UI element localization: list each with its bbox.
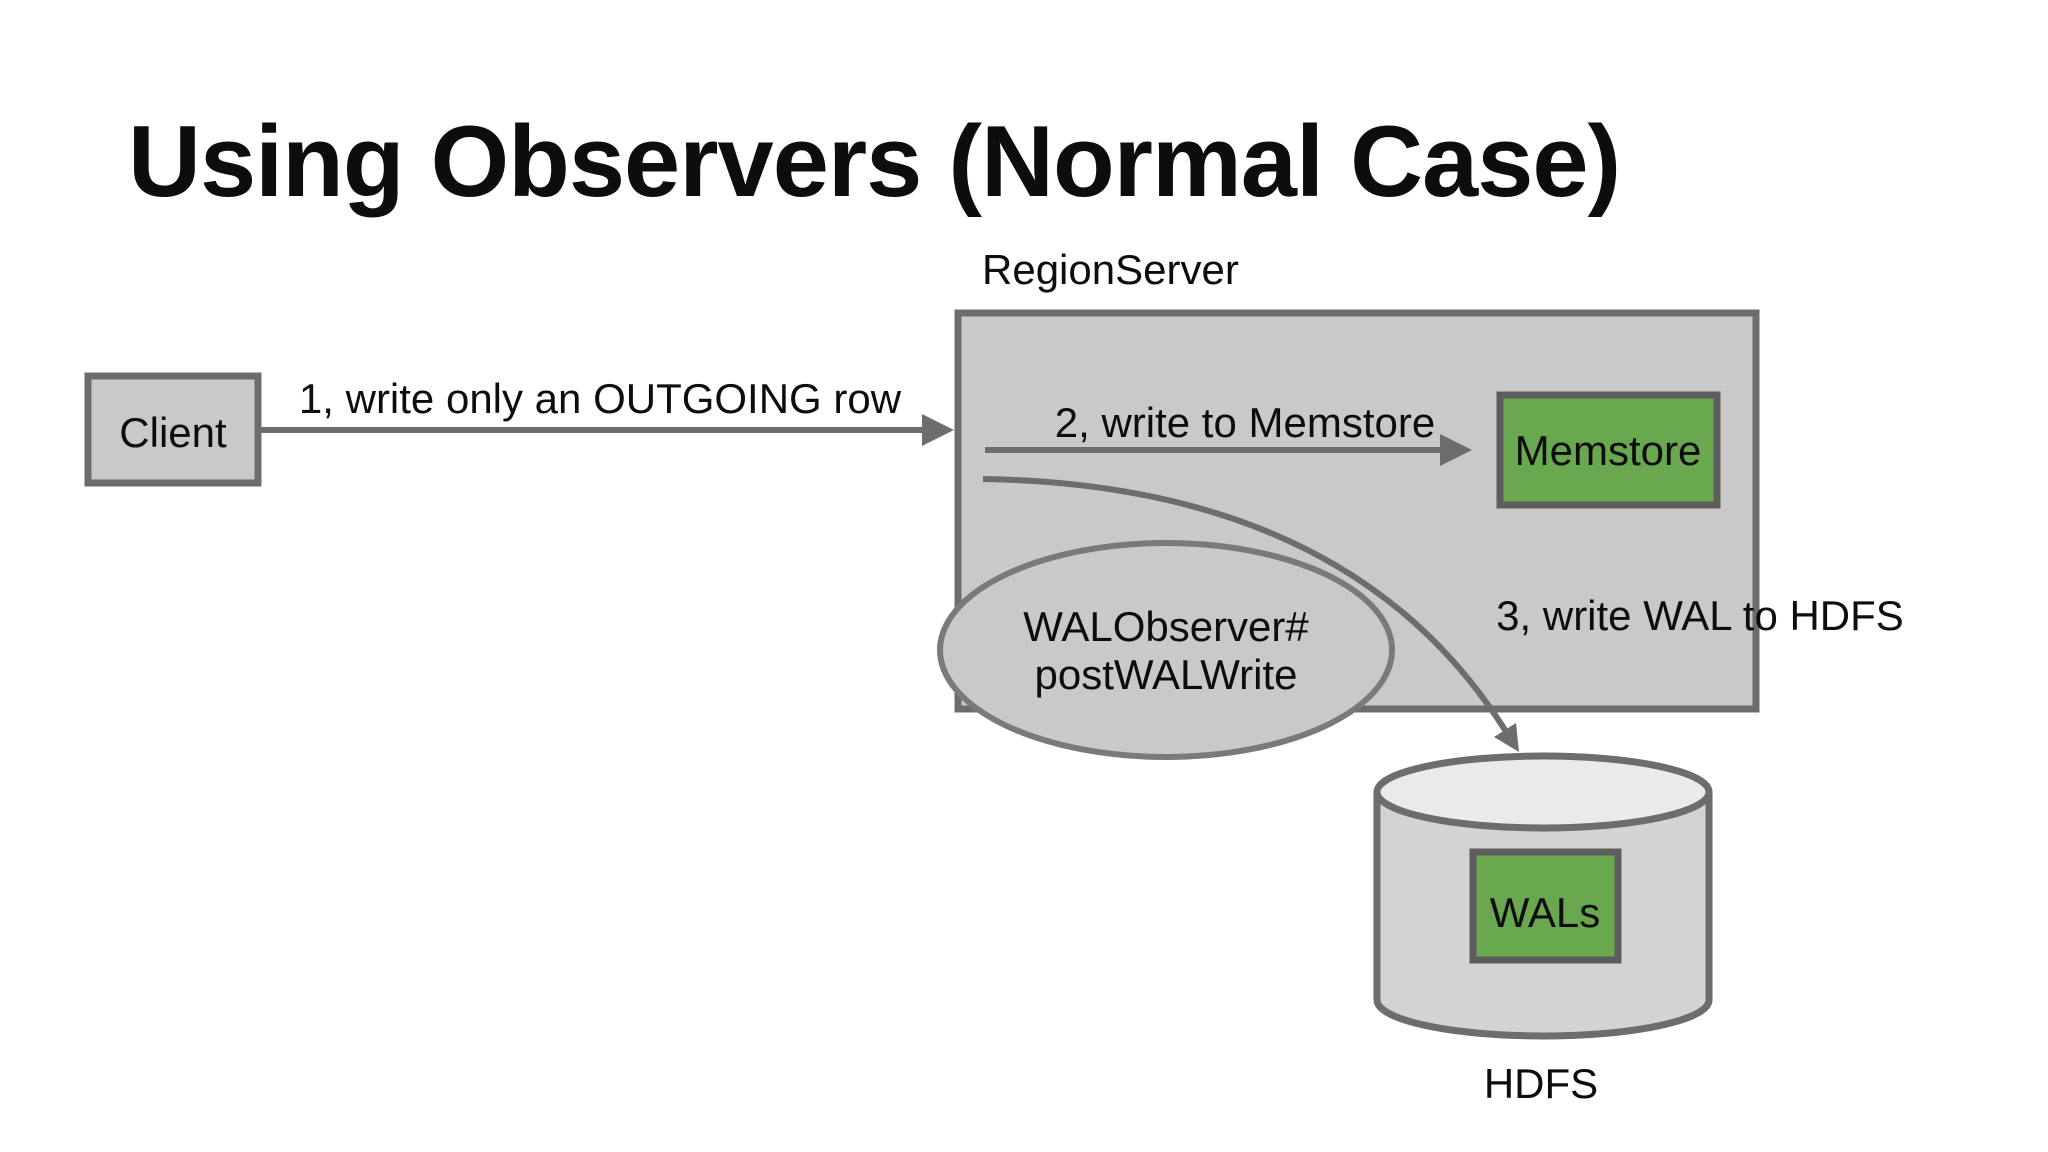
hdfs-cylinder-top [1373, 752, 1713, 832]
memstore-box [1496, 391, 1721, 509]
hdfs-label: HDFS [1484, 1060, 1598, 1107]
slide-title: Using Observers (Normal Case) [128, 106, 1620, 218]
wal-observer-label-line1: WALObserver# [1023, 603, 1309, 650]
wals-box [1469, 848, 1622, 964]
arrow-step3-head-icon [1494, 723, 1519, 752]
wals-label: WALs [1490, 889, 1600, 936]
client-label: Client [119, 409, 227, 456]
arrow-step2-head-icon [1440, 434, 1472, 466]
wal-observer-label-line2: postWALWrite [1035, 651, 1298, 698]
client-box [84, 372, 262, 487]
arrow-step1-label: 1, write only an OUTGOING row [299, 375, 902, 422]
memstore-label: Memstore [1515, 427, 1702, 474]
arrow-step3-label: 3, write WAL to HDFS [1496, 592, 1904, 639]
region-server-label: RegionServer [982, 246, 1239, 293]
arrow-step1-head-icon [922, 414, 954, 446]
wal-observer-ellipse [937, 540, 1395, 760]
arrow-step2-label: 2, write to Memstore [1055, 399, 1435, 446]
arrow-step3-curve [982, 476, 1508, 732]
